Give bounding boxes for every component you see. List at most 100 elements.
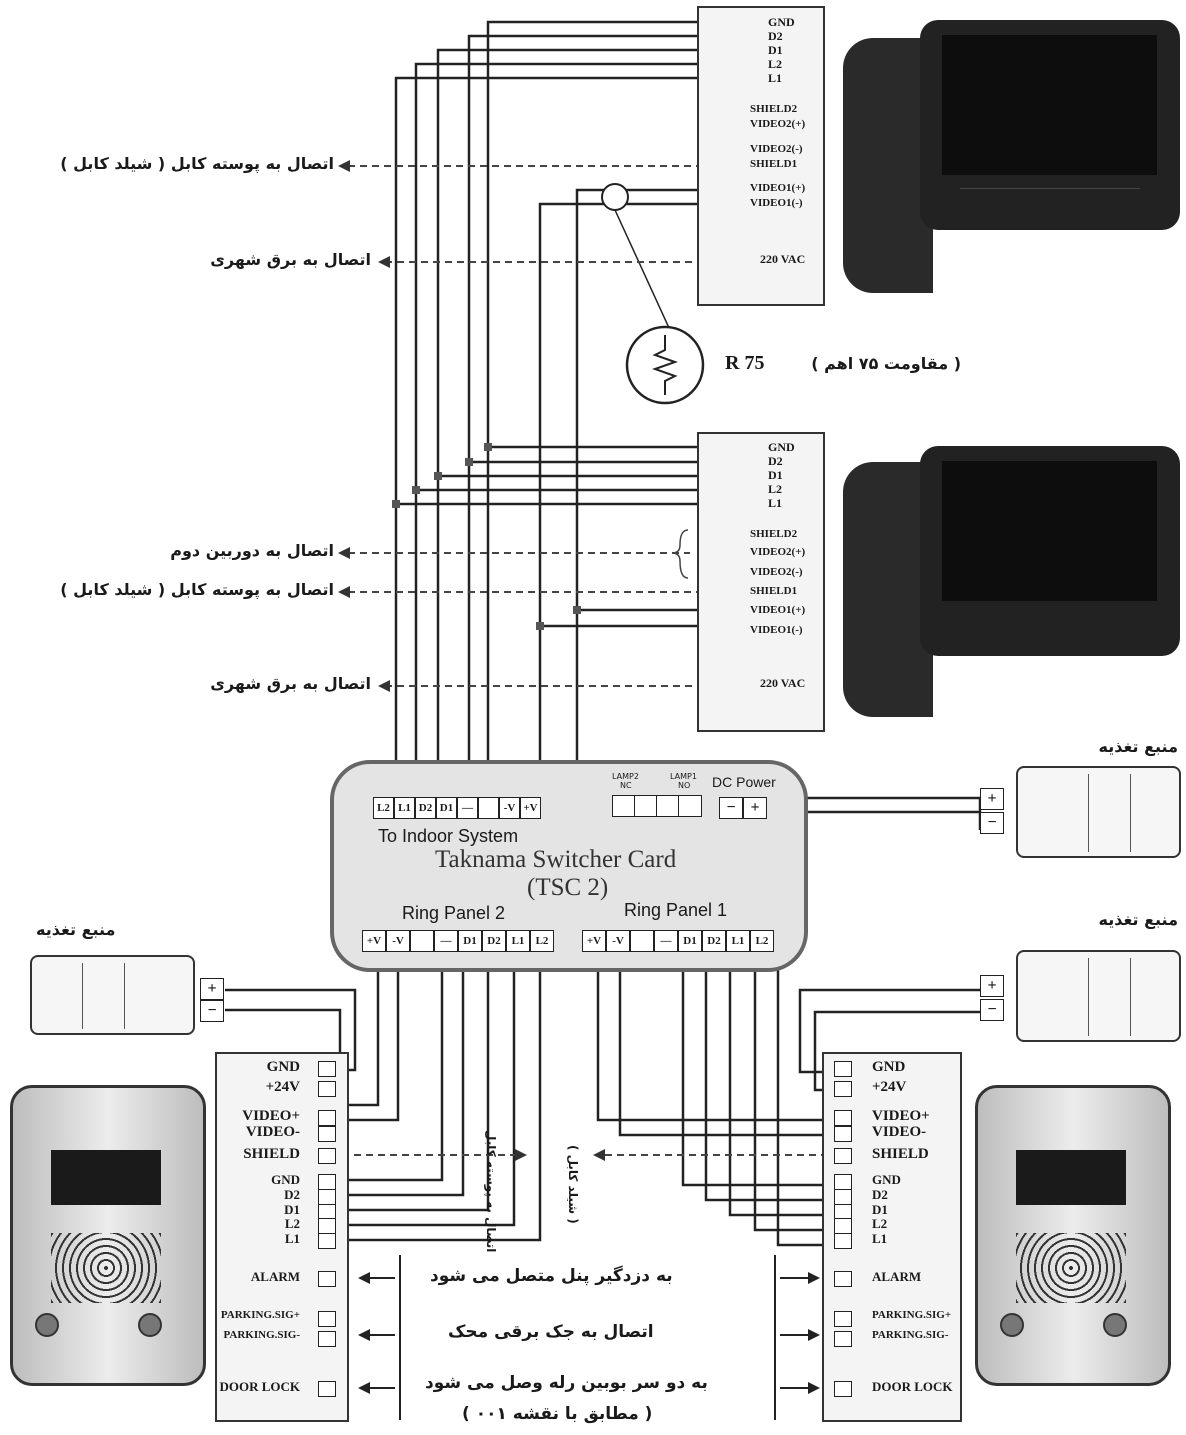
ring2-label: Ring Panel 2 — [402, 903, 506, 923]
monitor1-screen — [920, 20, 1180, 230]
resistor-label: R 75 — [725, 352, 765, 374]
lamp-slot — [678, 795, 702, 817]
outdoor_right-label: VIDEO- — [872, 1124, 927, 1140]
terminal-screw-icon — [318, 1081, 336, 1097]
monitor1-body — [843, 38, 933, 293]
indoor-slot: L1 — [394, 797, 415, 819]
outdoor_right-label: +24V — [872, 1079, 907, 1095]
note-second-camera: اتصال به دوربین دوم — [170, 541, 334, 560]
outdoor_right-label: SHIELD — [872, 1146, 929, 1162]
ring1-slot — [630, 930, 654, 952]
m2-l2-label: L2 — [768, 482, 783, 496]
terminal-screw-icon — [318, 1218, 336, 1234]
ring1-slot: D1 — [678, 930, 702, 952]
terminal-screw-icon — [834, 1148, 852, 1164]
lamp2-sub: NC — [620, 781, 632, 790]
monitor2-terminal-block — [697, 432, 825, 732]
lamp2-label: LAMP2 — [612, 772, 639, 781]
outdoor_right-label: GND — [872, 1172, 901, 1187]
ring1-slot: — — [654, 930, 678, 952]
outdoor_left-label: L2 — [284, 1216, 300, 1231]
m1-shield1-label: SHIELD1 — [750, 158, 798, 170]
outdoor_left-label: DOOR LOCK — [219, 1379, 300, 1394]
outdoor_right-label: PARKING.SIG+ — [872, 1309, 952, 1321]
terminal-screw-icon — [834, 1189, 852, 1205]
indoor-slot: D2 — [415, 797, 436, 819]
card-model: (TSC 2) — [527, 874, 609, 901]
monitor2-body — [843, 462, 933, 717]
lamp-slot — [634, 795, 658, 817]
m2-video2p-label: VIDEO2(+) — [750, 546, 806, 558]
card-title: Taknama Switcher Card — [435, 846, 677, 873]
outdoor_left-label: PARKING.SIG- — [223, 1329, 301, 1341]
ring2-slot: +V — [362, 930, 386, 952]
indoor-slot: -V — [499, 797, 520, 819]
terminal-screw-icon — [834, 1110, 852, 1126]
lock-note: به دو سر بوبین رله وصل می شود — [425, 1373, 708, 1393]
ring2-slot: D1 — [458, 930, 482, 952]
ring1-slot: +V — [582, 930, 606, 952]
terminal-screw-icon — [834, 1126, 852, 1142]
power-supply-right — [1016, 950, 1181, 1042]
m2-d2-label: D2 — [768, 454, 783, 468]
m1-gnd-label: GND — [768, 15, 795, 29]
outdoor_right-label: DOOR LOCK — [872, 1379, 953, 1394]
outdoor_right-label: L1 — [872, 1231, 888, 1246]
power-supply-left — [30, 955, 195, 1035]
indoor-slot — [478, 797, 499, 819]
m2-shield2-label: SHIELD2 — [750, 528, 798, 540]
terminal-screw-icon — [318, 1189, 336, 1205]
terminal-screw-icon — [318, 1271, 336, 1287]
m1-l2-label: L2 — [768, 57, 783, 71]
lock-note-2: ( مطابق با نقشه ۰۰۱ ) — [462, 1404, 653, 1424]
terminal-screw-icon — [318, 1174, 336, 1190]
ring1-slot: -V — [606, 930, 630, 952]
m1-video2p-label: VIDEO2(+) — [750, 118, 806, 130]
m2-gnd-label: GND — [768, 440, 795, 454]
m2-l1-label: L1 — [768, 496, 783, 510]
m1-power-label: 220 VAC — [760, 252, 806, 266]
supply-right-plus: + — [980, 975, 1004, 997]
terminal-screw-icon — [834, 1271, 852, 1287]
terminal-screw-icon — [318, 1148, 336, 1164]
ring2-slot: D2 — [482, 930, 506, 952]
outdoor_right-label: VIDEO+ — [872, 1108, 930, 1124]
ring1-slot: L1 — [726, 930, 750, 952]
indoor-slot: +V — [520, 797, 541, 819]
center-shield-note: اتصال به پوسته کابل — [484, 1130, 498, 1253]
terminal-screw-icon — [318, 1110, 336, 1126]
outdoor-panel-right-image — [975, 1085, 1171, 1386]
lamp1-sub: NO — [678, 781, 691, 790]
supply-left-plus: + — [200, 978, 224, 1000]
note-mains-2: اتصال به برق شهری — [210, 674, 371, 693]
terminal-screw-icon — [318, 1311, 336, 1327]
outdoor_right-label: PARKING.SIG- — [872, 1329, 949, 1341]
m2-video1n-label: VIDEO1(-) — [750, 624, 803, 636]
outdoor_left-label: GND — [266, 1059, 300, 1075]
supply-top-plus: + — [980, 788, 1004, 810]
outdoor_left-label: +24V — [265, 1079, 300, 1095]
outdoor_left-label: PARKING.SIG+ — [220, 1309, 300, 1321]
resistor-note: ( مقاومت ۷۵ اهم ) — [811, 354, 961, 373]
supply-top-minus: − — [980, 812, 1004, 834]
terminal-screw-icon — [318, 1381, 336, 1397]
lamp-slot — [656, 795, 680, 817]
terminal-screw-icon — [834, 1381, 852, 1397]
terminal-screw-icon — [318, 1331, 336, 1347]
outdoor_left-label: GND — [271, 1172, 300, 1187]
note-shield-2: اتصال به پوسته کابل ( شیلد کابل ) — [60, 580, 334, 599]
ring2-slot: -V — [386, 930, 410, 952]
ring1-slot: D2 — [702, 930, 726, 952]
monitor1-terminal-block — [697, 6, 825, 306]
outdoor_right-label: GND — [872, 1059, 906, 1075]
alarm-note: به دزدگیر پنل متصل می شود — [430, 1266, 673, 1286]
m1-shield2-label: SHIELD2 — [750, 103, 798, 115]
m1-d2-label: D2 — [768, 29, 783, 43]
supply-right-minus: − — [980, 999, 1004, 1021]
indoor-slot: L2 — [373, 797, 394, 819]
supply-left-minus: − — [200, 1000, 224, 1022]
outdoor_left-label: D2 — [284, 1187, 300, 1202]
note-mains: اتصال به برق شهری — [210, 250, 371, 269]
ring1-label: Ring Panel 1 — [624, 900, 728, 920]
